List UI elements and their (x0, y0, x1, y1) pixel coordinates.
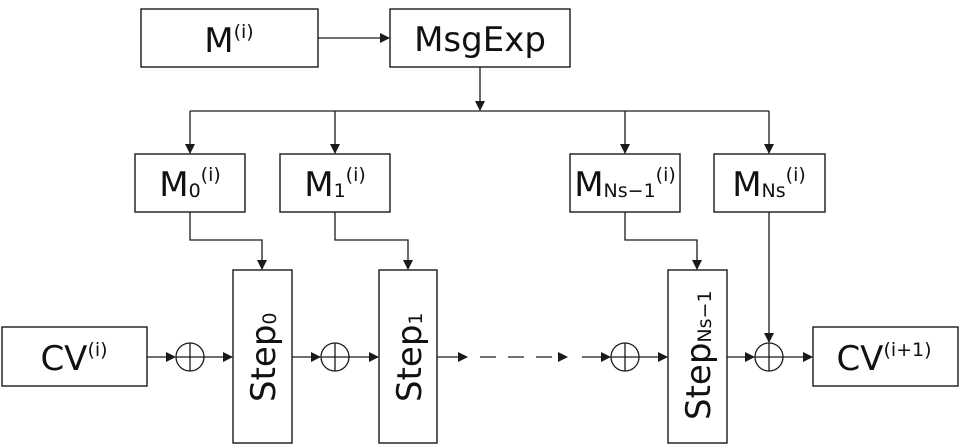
cv-in-box (1, 326, 148, 387)
m0-node: M0(i) (134, 153, 246, 213)
xor0-icon (175, 342, 205, 372)
mns-1-node: MNs−1(i) (569, 153, 681, 213)
step1-box (378, 269, 438, 444)
step1-label: Step1 (390, 312, 430, 402)
mns-1-label: MNs−1(i) (574, 164, 676, 205)
step0-node: Step0 (232, 269, 293, 444)
cv-out-node: CV(i+1) (812, 326, 959, 387)
cv-out-box (812, 326, 959, 387)
m1-box (279, 153, 391, 213)
mns-node: MNs(i) (713, 153, 826, 213)
arrow-m1-to-step1 (334, 212, 413, 270)
cv-out-label: CV(i+1) (836, 339, 931, 379)
message-block-node: M(i) (140, 8, 319, 68)
step0-label: Step0 (244, 312, 284, 402)
message-block-label: M(i) (204, 21, 253, 61)
m1-node: M1(i) (279, 153, 391, 213)
xor-ns-1-icon (610, 342, 640, 372)
m1-label: M1(i) (304, 164, 366, 205)
arrow-m0-to-step0 (189, 212, 267, 270)
mns-label: MNs(i) (732, 164, 806, 205)
msgexp-box (389, 8, 571, 68)
cv-in-node: CV(i) (1, 326, 148, 387)
xor1-icon (320, 342, 350, 372)
msgexp-label: MsgExp (414, 20, 546, 60)
cv-in-label: CV(i) (40, 339, 107, 379)
step0-box (232, 269, 293, 444)
mns-box (713, 153, 826, 213)
message-block-box (140, 8, 319, 68)
stepns-1-node: StepNs−1 (667, 269, 728, 444)
stepns-1-label: StepNs−1 (679, 290, 719, 420)
msgexp-node: MsgExp (389, 8, 571, 68)
final-xor-icon (754, 342, 784, 372)
arrow-mns-1-to-stepns-1 (624, 212, 702, 270)
step1-node: Step1 (378, 269, 438, 444)
m0-label: M0(i) (159, 164, 221, 205)
